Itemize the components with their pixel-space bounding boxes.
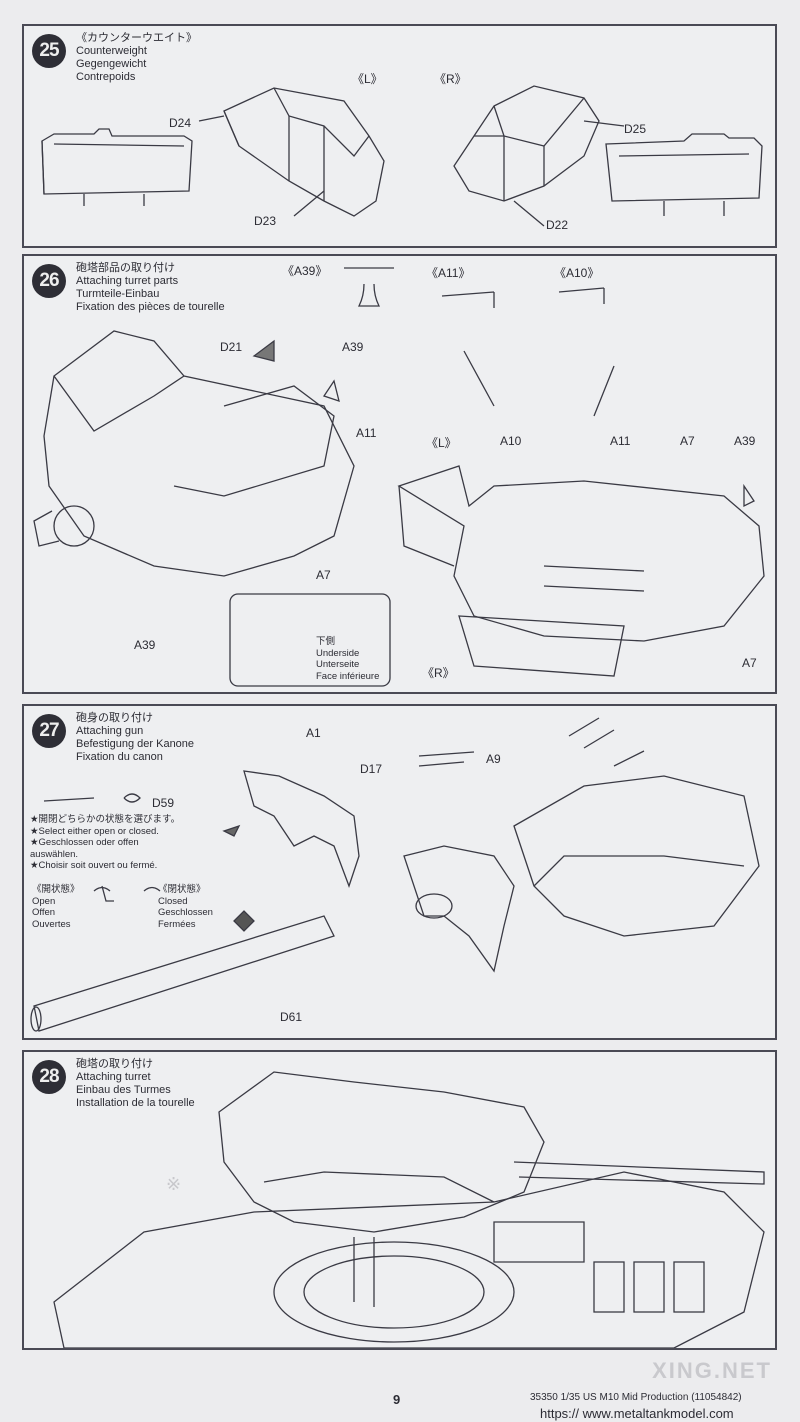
title-jp: 砲塔の取り付け [76,1058,153,1070]
a39-marker: 《A39》 [282,264,328,278]
part-a10-label: A10 [500,434,522,448]
part-d61-label: D61 [280,1010,303,1024]
counterweight-drawing [41,85,763,227]
step-title: 砲身の取り付け Attaching gun Befestigung der Ka… [76,712,194,764]
title-en: Attaching turret [76,1071,151,1083]
part-a11-left-label: A11 [356,426,377,440]
step-25-panel: 25 《カウンターウエイト》 Counterweight Gegengewich… [22,24,777,248]
part-d23-label: D23 [254,214,277,228]
part-a7-bottom-right-label: A7 [742,656,757,670]
gun-drawing [30,717,760,1032]
step-number: 28 [32,1060,66,1094]
part-a9-label: A9 [486,752,501,766]
open-state-caption: 《開状態》 Open Offen Ouvertes [32,884,80,930]
r-marker: 《R》 [422,666,455,680]
title-de: Gegengewicht [76,58,147,70]
a11-marker: 《A11》 [426,266,471,280]
attention-mark: ※ [166,1174,182,1194]
site-url[interactable]: https:// www.metaltankmodel.com [540,1406,734,1421]
closed-de: Geschlossen [158,907,213,918]
part-a11-right-label: A11 [610,434,631,448]
part-a39-top-label: A39 [342,340,364,354]
open-de: Offen [32,907,56,918]
title-en: Attaching turret parts [76,275,179,287]
part-d59-label: D59 [152,796,175,810]
underside-inset-caption: 下側 Underside Unterseite Face inférieure [316,636,379,682]
closed-en: Closed [158,895,188,907]
part-d17-label: D17 [360,762,383,776]
step-28-panel: 28 砲塔の取り付け Attaching turret Einbau des T… [22,1050,777,1350]
closed-state-caption: 《閉状態》 Closed Geschlossen Fermées [158,884,213,930]
title-en: Attaching gun [76,725,144,737]
title-fr: Contrepoids [76,71,136,83]
right-marker: 《R》 [434,72,467,86]
left-marker: 《L》 [352,72,383,86]
step-26-panel: 26 砲塔部品の取り付け Attaching turret parts Turm… [22,254,777,694]
part-a39-bottom-label: A39 [134,638,156,652]
step-number: 26 [32,264,66,298]
step-number: 27 [32,714,66,748]
closed-jp: 《閉状態》 [158,884,206,895]
part-a7-left-label: A7 [316,568,331,582]
watermark: XING.NET [652,1358,772,1383]
inset-jp: 下側 [316,636,336,647]
title-fr: Fixation des pièces de tourelle [76,301,225,313]
a10-marker: 《A10》 [554,266,600,280]
title-fr: Fixation du canon [76,751,163,763]
step-title: 砲塔部品の取り付け Attaching turret parts Turmtei… [76,262,225,314]
inset-de: Unterseite [316,659,360,670]
open-jp: 《開状態》 [32,884,80,895]
note-fr: ★Choisir soit ouvert ou fermé. [30,860,158,871]
part-d22-label: D22 [546,218,569,232]
closed-fr: Fermées [158,918,196,930]
part-a1-label: A1 [306,726,321,740]
open-closed-note: ★開閉どちらかの状態を選びます。 ★Select either open or … [30,814,180,872]
title-jp: 砲塔部品の取り付け [76,262,175,274]
note-de-1: ★Geschlossen oder offen [30,837,139,848]
part-d21-label: D21 [220,340,243,354]
note-de-2: auswählen. [30,848,79,860]
title-de: Einbau des Turmes [76,1084,171,1096]
inset-fr: Face inférieure [316,670,380,682]
note-en: ★Select either open or closed. [30,825,159,837]
title-jp: 砲身の取り付け [76,712,153,724]
step-number: 25 [32,34,66,68]
note-jp: ★開閉どちらかの状態を選びます。 [30,814,181,825]
title-en: Counterweight [76,45,147,57]
inset-en: Underside [316,647,360,659]
open-en: Open [32,895,56,907]
open-fr: Ouvertes [32,918,71,930]
title-de: Befestigung der Kanone [76,738,195,750]
page-number: 9 [393,1392,401,1407]
turret-parts-drawing [33,267,765,687]
turret-installation-drawing [53,1071,765,1348]
part-a7-top-right-label: A7 [680,434,695,448]
part-a39-right-label: A39 [734,434,756,448]
part-d25-label: D25 [624,122,647,136]
part-d24-label: D24 [169,116,192,130]
kit-info: 35350 1/35 US M10 Mid Production (110548… [530,1392,742,1403]
title-fr: Installation de la tourelle [76,1097,195,1109]
step-title: 砲塔の取り付け Attaching turret Einbau des Turm… [76,1058,195,1110]
step-27-panel: 27 砲身の取り付け Attaching gun Befestigung der… [22,704,777,1040]
title-de: Turmteile-Einbau [76,288,160,300]
l-marker: 《L》 [426,436,457,450]
step-title: 《カウンターウエイト》 Counterweight Gegengewicht C… [76,32,197,84]
title-jp: 《カウンターウエイト》 [76,32,197,44]
